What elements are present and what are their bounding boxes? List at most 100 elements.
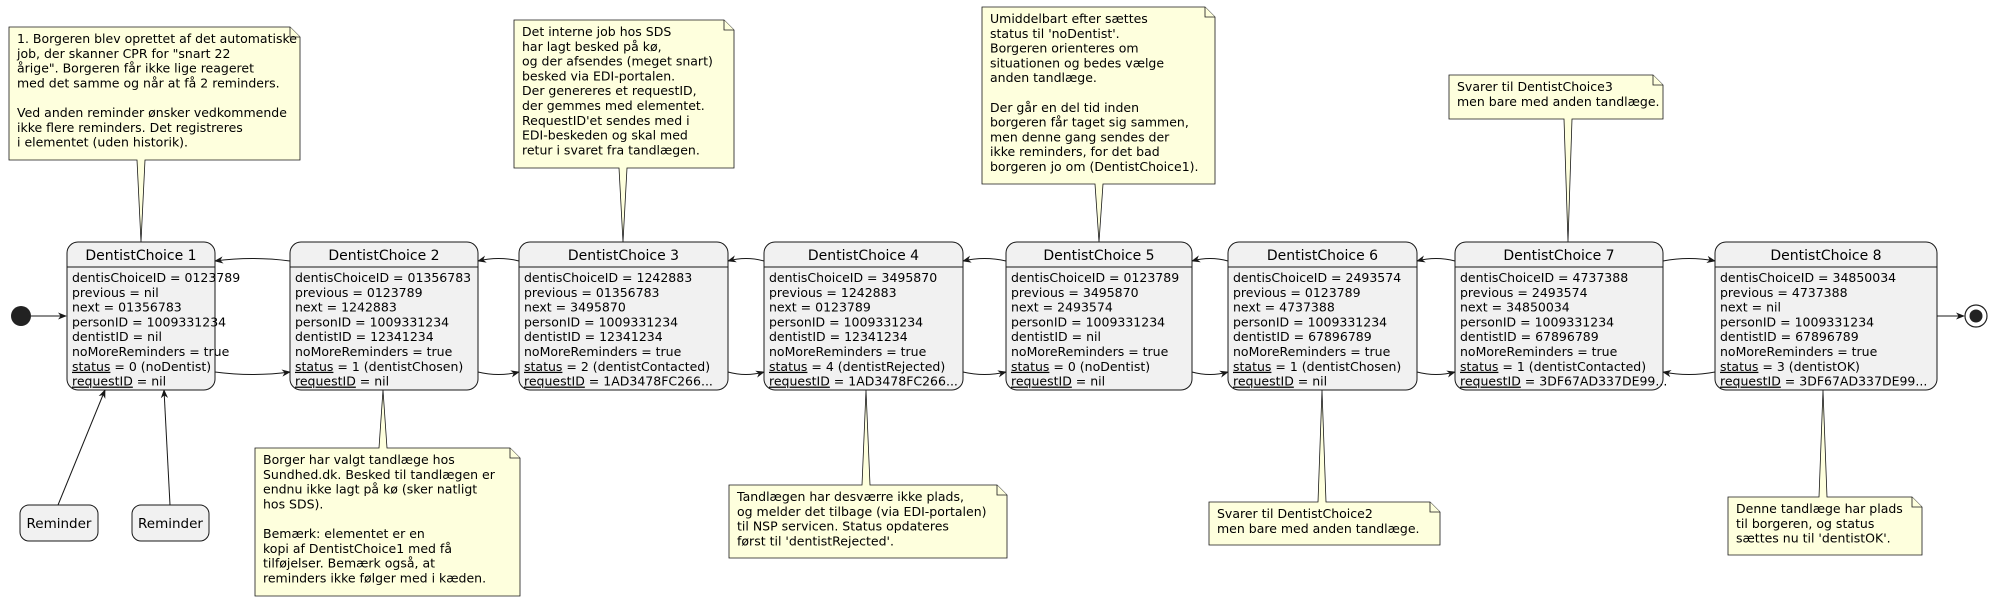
transition-arrow [1662, 369, 1716, 378]
state-attribute: personID = 1009331234 [1011, 314, 1165, 329]
note-text-line: kopi af DentistChoice1 med få [263, 541, 452, 556]
note-text-line: job, der skanner CPR for "snart 22 [16, 46, 230, 61]
state-status: status = 2 (dentistContacted) [524, 359, 710, 374]
state-status: status = 1 (dentistChosen) [1233, 359, 1401, 374]
note-text-line: sættes nu til 'dentistOK'. [1736, 531, 1891, 546]
note-text-line: først til 'dentistRejected'. [737, 533, 894, 548]
state-attribute: next = nil [1720, 300, 1781, 315]
state-attribute: personID = 1009331234 [295, 314, 449, 329]
state-attribute: dentistID = 12341234 [524, 329, 663, 344]
note-5: Borger har valgt tandlæge hosSundhed.dk.… [254, 389, 521, 597]
note-text-line: til NSP servicen. Status opdateres [737, 519, 949, 534]
transition-arrows [31, 255, 1965, 506]
state-attribute: dentistID = nil [72, 329, 162, 344]
start-end-layer [11, 304, 1988, 328]
state-attribute: previous = 4737388 [1720, 285, 1848, 300]
state-attribute: noMoreReminders = true [1233, 344, 1391, 359]
reminder-label: Reminder [27, 516, 92, 532]
note-text-line: Det interne job hos SDS [522, 24, 671, 39]
transition-arrow [477, 370, 520, 378]
state-attribute: noMoreReminders = true [295, 344, 453, 359]
state-request-id: requestID = 1AD3478FC266... [769, 374, 958, 389]
reminder-label: Reminder [138, 516, 203, 532]
state-attribute: next = 34850034 [1460, 300, 1570, 315]
note-text-line: og der afsendes (meget snart) [522, 54, 713, 69]
state-attribute: personID = 1009331234 [1720, 314, 1874, 329]
note-text-line: Borger har valgt tandlæge hos [263, 452, 455, 467]
note-text-line: Tandlægen har desværre ikke plads, [736, 489, 964, 504]
transition-arrow [214, 256, 291, 264]
state-attribute: personID = 1009331234 [72, 314, 226, 329]
transition-arrow [214, 369, 291, 377]
note-text-line: men denne gang sendes der [990, 129, 1170, 144]
state-attribute: noMoreReminders = true [1011, 344, 1169, 359]
state-request-id: requestID = nil [72, 374, 166, 389]
note-text-line: EDI-beskeden og skal med [522, 128, 688, 143]
state-attribute: previous = 0123789 [1233, 285, 1361, 300]
state-attribute: dentisChoiceID = 2493574 [1233, 270, 1401, 285]
state-status: status = 1 (dentistContacted) [1460, 359, 1646, 374]
state-attribute: previous = 3495870 [1011, 285, 1139, 300]
state-status: status = 3 (dentistOK) [1720, 359, 1860, 374]
transition-arrow [727, 370, 765, 378]
state-attribute: dentisChoiceID = 1242883 [524, 270, 692, 285]
state-attribute: personID = 1009331234 [524, 314, 678, 329]
state-title: DentistChoice 3 [568, 248, 679, 264]
note-text-line: Svarer til DentistChoice2 [1217, 506, 1373, 521]
note-text-line: situationen og bedes vælge [990, 55, 1164, 70]
note-text-line: men bare med anden tandlæge. [1217, 521, 1420, 536]
state-attribute: noMoreReminders = true [524, 344, 682, 359]
note-text-line: endnu ikke lagt på kø (sker natligt [263, 482, 477, 497]
reminder-arrow [57, 389, 106, 506]
note-text-line: besked via EDI-portalen. [522, 68, 675, 83]
state-status: status = 0 (noDentist) [72, 359, 211, 374]
note-text-line: status til 'noDentist'. [990, 26, 1120, 41]
state-attribute: previous = 0123789 [295, 285, 423, 300]
transition-arrow [477, 255, 520, 263]
state-attribute: next = 1242883 [295, 300, 397, 315]
note-text-line: og melder det tilbage (via EDI-portalen) [737, 504, 987, 519]
state-attribute: dentisChoiceID = 01356783 [295, 270, 471, 285]
note-text-line: Sundhed.dk. Besked til tandlægen er [263, 467, 496, 482]
end-node-ring [1964, 304, 1988, 328]
state-attribute: next = 2493574 [1011, 300, 1113, 315]
state-attribute: previous = 1242883 [769, 285, 897, 300]
state-attribute: next = 01356783 [72, 300, 182, 315]
state-title: DentistChoice 2 [328, 248, 439, 264]
note-text-line: anden tandlæge. [990, 70, 1097, 85]
note-text-line: Denne tandlæge har plads [1736, 501, 1903, 516]
state-attribute: dentisChoiceID = 34850034 [1720, 270, 1896, 285]
state-status: status = 4 (dentistRejected) [769, 359, 945, 374]
note-text-line: hos SDS). [263, 496, 323, 511]
note-text-line: Ved anden reminder ønsker vedkommende [17, 105, 287, 120]
state-request-id: requestID = 3DF67AD337DE99... [1720, 374, 1927, 389]
state-attribute: previous = 2493574 [1460, 285, 1588, 300]
note-text-line: 1. Borgeren blev oprettet af det automat… [17, 31, 297, 46]
transition-arrow [1191, 255, 1229, 263]
state-attribute: dentistID = 67896789 [1720, 329, 1859, 344]
reminder-state-1: Reminder [19, 504, 99, 542]
states-layer: DentistChoice 1 dentisChoiceID = 0123789 p… [19, 241, 1938, 542]
note-text-line: årige". Borgeren får ikke lige reageret [17, 61, 254, 76]
state-attribute: noMoreReminders = true [72, 344, 230, 359]
note-text-line: i elementet (uden historik). [17, 135, 188, 150]
state-dentistchoice-3: DentistChoice 3 dentisChoiceID = 1242883 p… [518, 241, 729, 391]
note-6: Tandlægen har desværre ikke plads,og mel… [728, 389, 1008, 559]
state-attribute: dentisChoiceID = 0123789 [72, 270, 240, 285]
transition-arrow [1191, 370, 1229, 378]
state-dentistchoice-2: DentistChoice 2 dentisChoiceID = 01356783… [289, 241, 479, 391]
state-request-id: requestID = nil [1233, 374, 1327, 389]
state-attribute: next = 3495870 [524, 300, 626, 315]
start-node [11, 306, 31, 326]
note-text-line: tilføjelser. Bemærk også, at [263, 556, 435, 571]
state-attribute: dentistID = 67896789 [1233, 329, 1372, 344]
state-title: DentistChoice 1 [85, 248, 196, 264]
